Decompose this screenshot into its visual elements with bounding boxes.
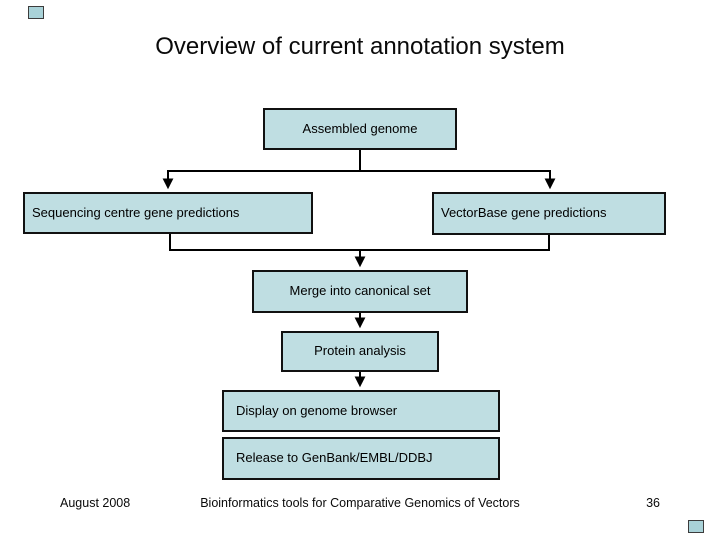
node-sequencing-centre-predictions: Sequencing centre gene predictions [23, 192, 313, 234]
node-protein-analysis: Protein analysis [281, 331, 439, 372]
node-label: Assembled genome [302, 120, 418, 136]
footer-page-number: 36 [646, 496, 660, 510]
node-release-genbank: Release to GenBank/EMBL/DDBJ [222, 437, 500, 480]
footer-course-title: Bioinformatics tools for Comparative Gen… [200, 496, 520, 510]
slide-title: Overview of current annotation system [155, 33, 565, 60]
node-label: Sequencing centre gene predictions [32, 204, 240, 220]
node-label: Protein analysis [314, 343, 406, 359]
node-label: Display on genome browser [236, 402, 398, 418]
node-label: VectorBase gene predictions [441, 205, 607, 221]
node-label: Release to GenBank/EMBL/DDBJ [236, 450, 433, 466]
node-label: Merge into canonical set [289, 283, 431, 299]
accent-square-top-left [28, 6, 44, 19]
node-display-genome-browser: Display on genome browser [222, 390, 500, 432]
node-vectorbase-predictions: VectorBase gene predictions [432, 192, 666, 235]
node-merge-canonical-set: Merge into canonical set [252, 270, 468, 313]
node-assembled-genome: Assembled genome [263, 108, 457, 150]
footer-date: August 2008 [60, 496, 131, 510]
accent-square-bottom-right [688, 520, 704, 533]
